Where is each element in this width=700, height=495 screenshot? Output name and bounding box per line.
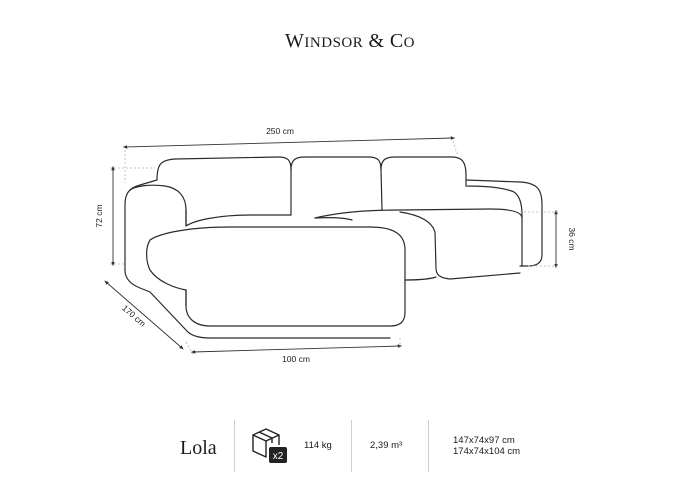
back-cushion-left: [156, 156, 292, 216]
dimension-lines: [104, 136, 558, 354]
width-label: 250 cm: [266, 126, 294, 136]
seat-cushion-right: [314, 208, 523, 219]
height-label: 72 cm: [94, 204, 104, 227]
right-arm: [465, 179, 543, 267]
divider: [234, 420, 235, 472]
chaise-width-label: 100 cm: [282, 354, 310, 364]
depth-dimension-line: [104, 280, 184, 350]
chaise-width-dimension-line: [190, 344, 403, 354]
back-cushion-right: [380, 156, 467, 181]
model-name: Lola: [180, 437, 217, 459]
left-arm: [124, 179, 158, 293]
back-cushion-middle: [290, 156, 383, 211]
chaise-seat: [149, 226, 406, 327]
weight: 114 kg: [304, 440, 332, 451]
seat-height-label: 36 cm: [567, 227, 577, 250]
package-dimension-1: 147x74x97 cm: [453, 435, 515, 446]
divider: [351, 420, 352, 472]
package-dimensions: 147x74x97 cm 174x74x104 cm: [453, 435, 520, 457]
package-dimension-2: 174x74x104 cm: [453, 446, 521, 457]
sofa-outline: [124, 156, 543, 339]
product-footer: Lola x2 114 kg 2,39 m³ 147x74x97 cm 174x…: [0, 415, 700, 475]
volume: 2,39 m³: [370, 440, 403, 451]
brand-logo: WINDSOR & CO: [284, 30, 416, 52]
package-box-icon: x2: [252, 428, 287, 463]
divider: [428, 420, 429, 472]
width-dimension-line: [122, 136, 456, 149]
package-count: x2: [273, 451, 284, 462]
extension-lines: [110, 140, 560, 356]
